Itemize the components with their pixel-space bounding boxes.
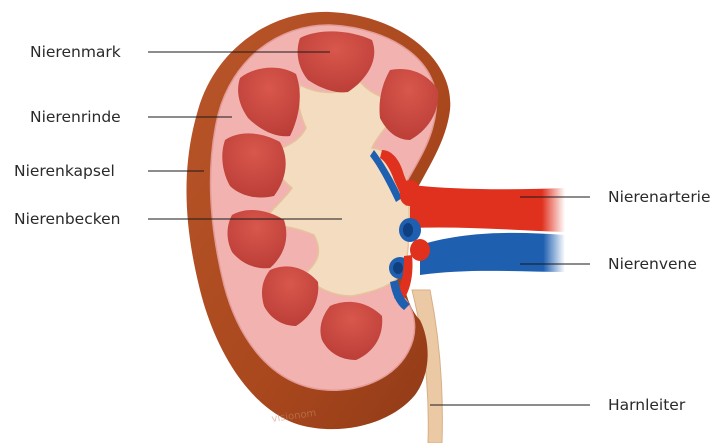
label-nierenrinde: Nierenrinde <box>30 108 121 126</box>
label-nierenbecken: Nierenbecken <box>14 210 121 228</box>
label-nierenarterie: Nierenarterie <box>608 188 711 206</box>
artery-stub <box>400 180 420 206</box>
artery-stub-2 <box>410 239 430 261</box>
label-nierenmark: Nierenmark <box>30 43 121 61</box>
vein-stub-2-lumen <box>393 262 403 274</box>
vein-stub-lumen <box>403 223 413 237</box>
label-harnleiter: Harnleiter <box>608 396 686 414</box>
renal-vein <box>420 233 565 275</box>
vessels <box>410 185 565 275</box>
label-nierenvene: Nierenvene <box>608 255 697 273</box>
renal-artery <box>410 185 565 232</box>
label-nierenkapsel: Nierenkapsel <box>14 162 115 180</box>
